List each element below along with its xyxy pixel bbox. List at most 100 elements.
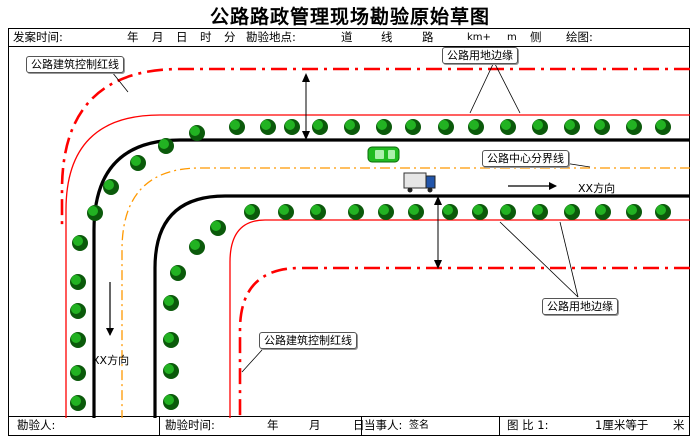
tree-icon bbox=[130, 155, 146, 171]
land-edge-outer bbox=[65, 114, 690, 418]
tree-icon bbox=[500, 204, 516, 220]
tree-icon bbox=[103, 179, 119, 195]
header-hour: 时 bbox=[200, 30, 212, 44]
site-label: 勘验地点: bbox=[246, 30, 296, 44]
arrowhead bbox=[302, 131, 310, 140]
tree-icon bbox=[163, 295, 179, 311]
tree-icon bbox=[163, 332, 179, 348]
footer-month: 月 bbox=[309, 418, 321, 432]
header-side: 侧 bbox=[530, 30, 542, 44]
tree-icon bbox=[72, 235, 88, 251]
tree-icon bbox=[655, 119, 671, 135]
leader-land-bottom bbox=[559, 221, 579, 298]
header-minute: 分 bbox=[224, 30, 236, 44]
surveyor-label: 勘验人: bbox=[17, 418, 56, 432]
tree-icon bbox=[244, 204, 260, 220]
tree-icon bbox=[344, 119, 360, 135]
direction-label-down: XX方向 bbox=[92, 354, 130, 367]
footer-year: 年 bbox=[267, 418, 279, 432]
tree-icon bbox=[210, 220, 226, 236]
center-line bbox=[121, 167, 690, 418]
road-edge-inner bbox=[153, 194, 690, 418]
car-icon bbox=[367, 146, 400, 163]
tree-icon bbox=[170, 265, 186, 281]
footer-divider bbox=[361, 417, 362, 435]
tree-icon bbox=[564, 119, 580, 135]
tree-icon bbox=[70, 303, 86, 319]
draw-label: 绘图: bbox=[566, 30, 593, 44]
footer-divider bbox=[499, 417, 500, 435]
header-row: 发案时间: 年 月 日 时 分 勘验地点: 道 线 路 km+ m 侧 绘图: bbox=[9, 29, 689, 47]
tree-icon bbox=[70, 365, 86, 381]
tree-icon bbox=[70, 274, 86, 290]
callout-center-line: 公路中心分界线 bbox=[482, 150, 569, 167]
party-label: 当事人: bbox=[364, 418, 403, 432]
tree-icon bbox=[310, 204, 326, 220]
tree-icon bbox=[312, 119, 328, 135]
header-m: m bbox=[507, 32, 517, 43]
tree-icon bbox=[163, 363, 179, 379]
footer-day: 日 bbox=[353, 418, 365, 432]
incident-time-label: 发案时间: bbox=[13, 30, 63, 44]
header-km: km+ bbox=[467, 32, 491, 43]
scale-text: 1厘米等于 bbox=[595, 418, 649, 432]
tree-icon bbox=[70, 395, 86, 411]
land-edge-inner bbox=[229, 219, 690, 418]
page-title: 公路路政管理现场勘验原始草图 bbox=[209, 6, 490, 28]
truck-icon bbox=[403, 172, 436, 193]
control-line-inner bbox=[238, 266, 690, 418]
leader-land-bottom bbox=[499, 221, 579, 298]
header-road: 道 bbox=[341, 30, 353, 44]
tree-icon bbox=[189, 239, 205, 255]
scale-label: 图 比 1: bbox=[507, 418, 549, 432]
tree-icon bbox=[260, 119, 276, 135]
tree-icon bbox=[158, 138, 174, 154]
callout-land-edge-bottom: 公路用地边缘 bbox=[542, 298, 618, 315]
tree-icon bbox=[70, 332, 86, 348]
tree-icon bbox=[376, 119, 392, 135]
tree-icon bbox=[532, 204, 548, 220]
tree-icon bbox=[408, 204, 424, 220]
tree-icon bbox=[472, 204, 488, 220]
footer-divider bbox=[159, 417, 160, 435]
callout-land-edge-top: 公路用地边缘 bbox=[442, 47, 518, 64]
leader-land-top bbox=[469, 61, 495, 114]
tree-icon bbox=[500, 119, 516, 135]
tree-icon bbox=[87, 205, 103, 221]
leader-land-top bbox=[493, 61, 521, 114]
tree-icon bbox=[468, 119, 484, 135]
tree-icon bbox=[163, 394, 179, 410]
tree-group bbox=[70, 119, 671, 411]
leader-control-bottom bbox=[241, 349, 263, 373]
tree-icon bbox=[378, 204, 394, 220]
leader-control-top bbox=[111, 71, 129, 93]
tree-icon bbox=[438, 119, 454, 135]
arrowhead bbox=[302, 73, 310, 82]
tree-icon bbox=[626, 204, 642, 220]
survey-time-label: 勘验时间: bbox=[165, 418, 215, 432]
header-line: 线 bbox=[381, 30, 393, 44]
tree-icon bbox=[278, 204, 294, 220]
arrowhead bbox=[434, 260, 442, 269]
footer-row: 勘验人: 勘验时间: 年 月 日 当事人: 签名 图 比 1: 1厘米等于 米 bbox=[9, 416, 689, 435]
sketch-frame: 发案时间: 年 月 日 时 分 勘验地点: 道 线 路 km+ m 侧 绘图: … bbox=[8, 28, 690, 436]
direction-label-right: XX方向 bbox=[578, 182, 616, 195]
tree-icon bbox=[189, 125, 205, 141]
tree-icon bbox=[655, 204, 671, 220]
header-day: 日 bbox=[176, 30, 188, 44]
callout-control-line-top: 公路建筑控制红线 bbox=[26, 56, 124, 73]
control-line-outer bbox=[60, 67, 690, 230]
tree-icon bbox=[532, 119, 548, 135]
tree-icon bbox=[284, 119, 300, 135]
header-lu: 路 bbox=[422, 30, 434, 44]
scale-unit: 米 bbox=[673, 418, 685, 432]
header-month: 月 bbox=[152, 30, 164, 44]
tree-icon bbox=[442, 204, 458, 220]
tree-icon bbox=[229, 119, 245, 135]
arrowhead bbox=[434, 196, 442, 205]
tree-icon bbox=[595, 204, 611, 220]
header-year: 年 bbox=[127, 30, 139, 44]
tree-icon bbox=[348, 204, 364, 220]
tree-icon bbox=[405, 119, 421, 135]
